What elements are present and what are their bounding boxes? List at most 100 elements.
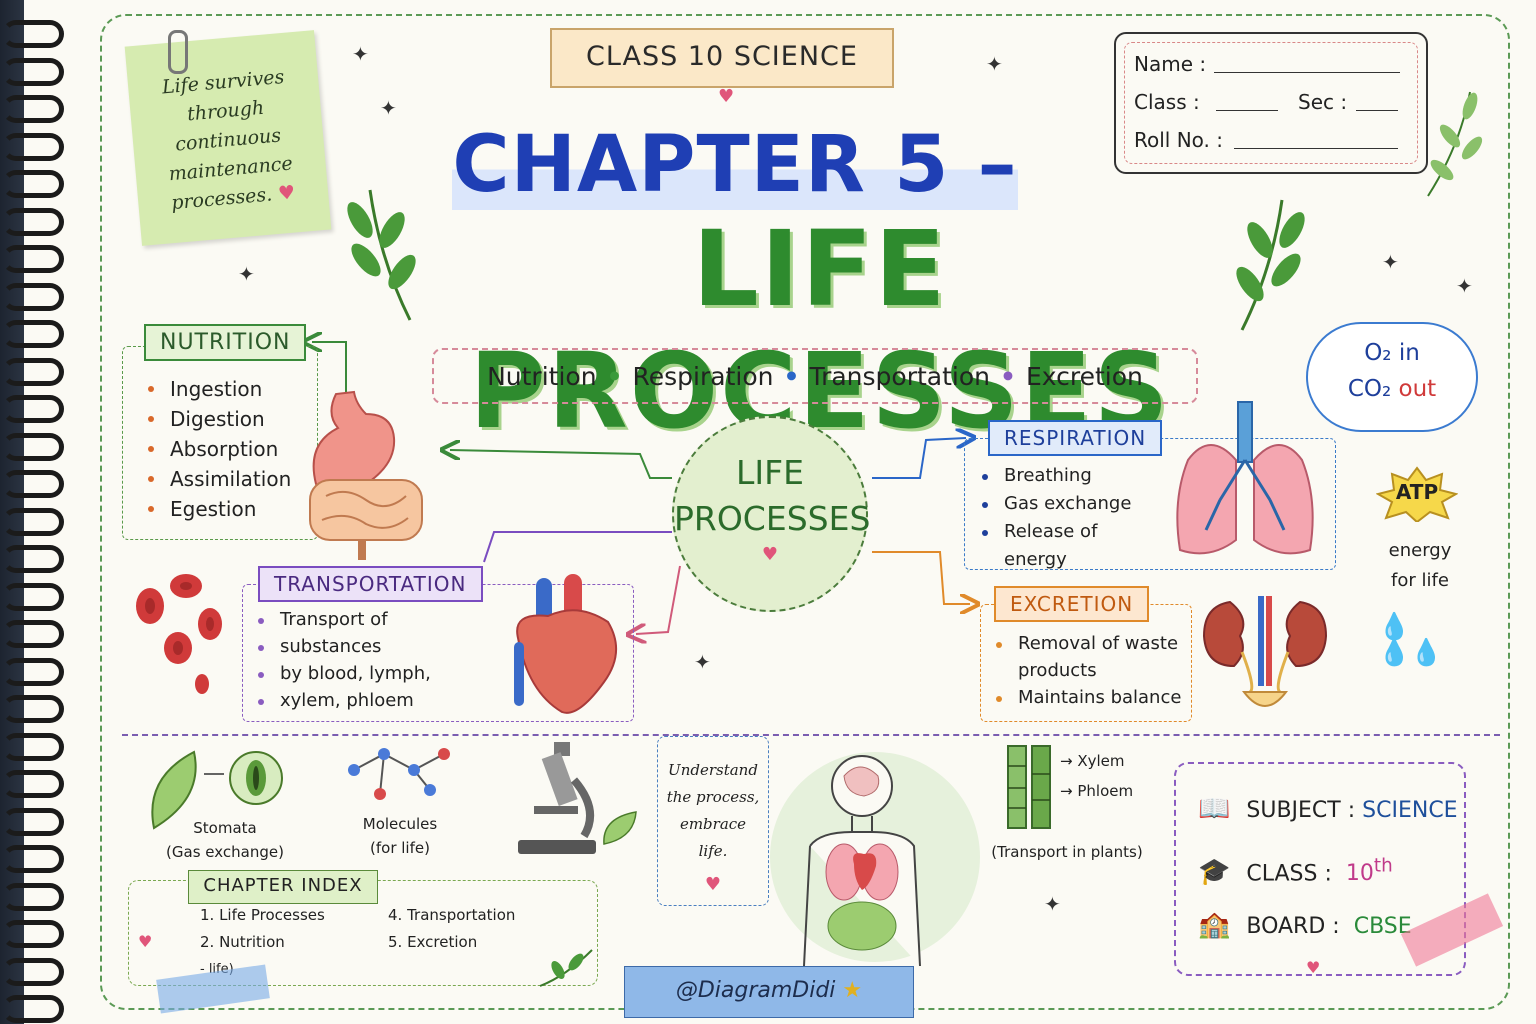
blood-cells-icon [136,574,222,694]
chapter-index-col2: 4. Transportation 5. Excretion [388,902,515,956]
leaf-stomata-icon [151,750,283,830]
spiral-ring [2,395,64,423]
spiral-ring [2,357,64,386]
spiral-ring [2,770,64,798]
spiral-ring [2,507,64,536]
roll-field-label: Roll No. : [1134,128,1224,152]
spiral-ring [2,57,64,86]
excretion-label: EXCRETION [994,586,1150,622]
spiral-ring [2,545,64,573]
spiral-ring [2,282,64,311]
heart-icon: ♥ [761,544,779,565]
nutrition-list: Ingestion Digestion Absorption Assimilat… [146,374,291,524]
water-drops-icon: 💧💧💧 [1378,612,1443,668]
name-field-line[interactable] [1214,72,1400,73]
phloem-label: → Phloem [1060,782,1134,800]
heart-icon: ♥ [138,932,153,951]
school-building-icon: 🏫 [1198,910,1231,940]
spiral-ring [2,957,64,986]
excretion-item: Maintains balance [994,684,1184,711]
transportation-label: TRANSPORTATION [258,566,483,602]
nutrition-item: Ingestion [146,374,291,404]
nutrition-item: Assimilation [146,464,291,494]
spiral-ring [2,695,64,723]
xylem-phloem-icon [1007,745,1051,829]
sparkle-icon: ✦ [1456,274,1473,298]
transportation-item: Transport of [256,606,431,633]
leaf-branch-icon [1427,91,1483,197]
stomach-intestine-icon [309,390,423,560]
stomata-caption: Stomata(Gas exchange) [166,819,284,861]
topics-strip: Nutrition•Respiration•Transportation•Exc… [432,348,1198,404]
graduation-cap-icon: 🎓 [1198,857,1231,888]
spiral-ring [2,657,64,686]
topic-excretion: Excretion [1026,362,1143,391]
co2-out-text: CO₂ out [1347,376,1437,402]
spiral-ring [2,170,64,198]
name-field-label: Name : [1134,52,1207,76]
plant-transport-caption: (Transport in plants) [991,843,1143,861]
transportation-list: Transport of substances by blood, lymph,… [256,606,431,714]
leaf-icon [603,811,637,845]
chapter-index-label: CHAPTER INDEX [188,870,378,904]
respiration-item: Breathing [980,462,1140,490]
chapter-index-item[interactable]: 2. Nutrition [200,933,285,951]
spiral-ring [2,882,64,911]
spiral-ring [2,432,64,461]
respiration-list: Breathing Gas exchange Release of energy [980,462,1140,574]
spiral-ring [2,582,64,611]
spiral-ring [2,207,64,236]
spiral-ring [2,132,64,161]
excretion-item: Removal of waste products [994,630,1184,684]
nutrition-item: Egestion [146,494,291,524]
author-handle-banner[interactable]: @DiagramDidi ★ [624,966,914,1018]
sparkle-icon: ✦ [352,42,369,66]
respiration-label: RESPIRATION [988,420,1163,456]
chapter-index-item[interactable]: 1. Life Processes [200,906,325,924]
sparkle-icon: ✦ [986,52,1003,76]
heart-icon: ♥ [1306,958,1321,977]
topic-nutrition: Nutrition [487,362,597,391]
microscope-icon [518,742,596,854]
sec-field-line[interactable] [1356,110,1398,111]
molecules-icon [348,748,450,800]
spiral-ring [2,320,64,348]
heart-organ-icon [514,574,618,714]
lungs-icon [1176,401,1314,555]
spiral-ring [2,245,64,273]
spiral-ring [2,845,64,873]
hub-line2: PROCESSES [674,499,871,538]
sparkle-icon: ✦ [694,650,711,674]
sec-field-label: Sec : [1298,90,1348,114]
leaf-branch-icon [1236,199,1305,331]
gas-exchange-cloud: O₂ in CO₂ out [1306,322,1478,432]
sparkle-icon: ✦ [1382,250,1399,274]
human-anatomy-icon [803,755,921,966]
nutrition-item: Digestion [146,404,291,434]
roll-field-line[interactable] [1234,148,1398,149]
subject-info-box: 📖SUBJECT : SCIENCE 🎓CLASS : 10th 🏫BOARD … [1174,762,1466,976]
spiral-ring [2,920,64,948]
star-icon: ★ [842,978,863,1003]
respiration-item: Gas exchange [980,490,1140,518]
excretion-list: Removal of waste products Maintains bala… [994,630,1184,711]
sparkle-icon: ✦ [380,96,397,120]
class-banner: CLASS 10 SCIENCE [550,28,894,88]
spiral-ring [2,807,64,836]
kidneys-icon [1202,596,1328,707]
topic-dot: • [783,362,800,391]
chapter-index-item[interactable]: 4. Transportation [388,906,516,924]
heart-icon: ♥ [704,874,722,895]
class-row: 🎓CLASS : 10th [1198,856,1393,888]
chapter-index-item[interactable]: 5. Excretion [388,933,478,951]
spiral-ring [2,20,64,48]
subject-row: 📖SUBJECT : SCIENCE [1198,794,1458,824]
topic-dot: • [1000,362,1016,391]
spiral-ring [2,95,64,123]
quote-box: Understand the process, embrace life. ♥ [657,736,769,906]
nutrition-label: NUTRITION [144,324,307,361]
chapter-title: CHAPTER 5 – [452,120,1018,210]
class-field-line[interactable] [1216,110,1278,111]
